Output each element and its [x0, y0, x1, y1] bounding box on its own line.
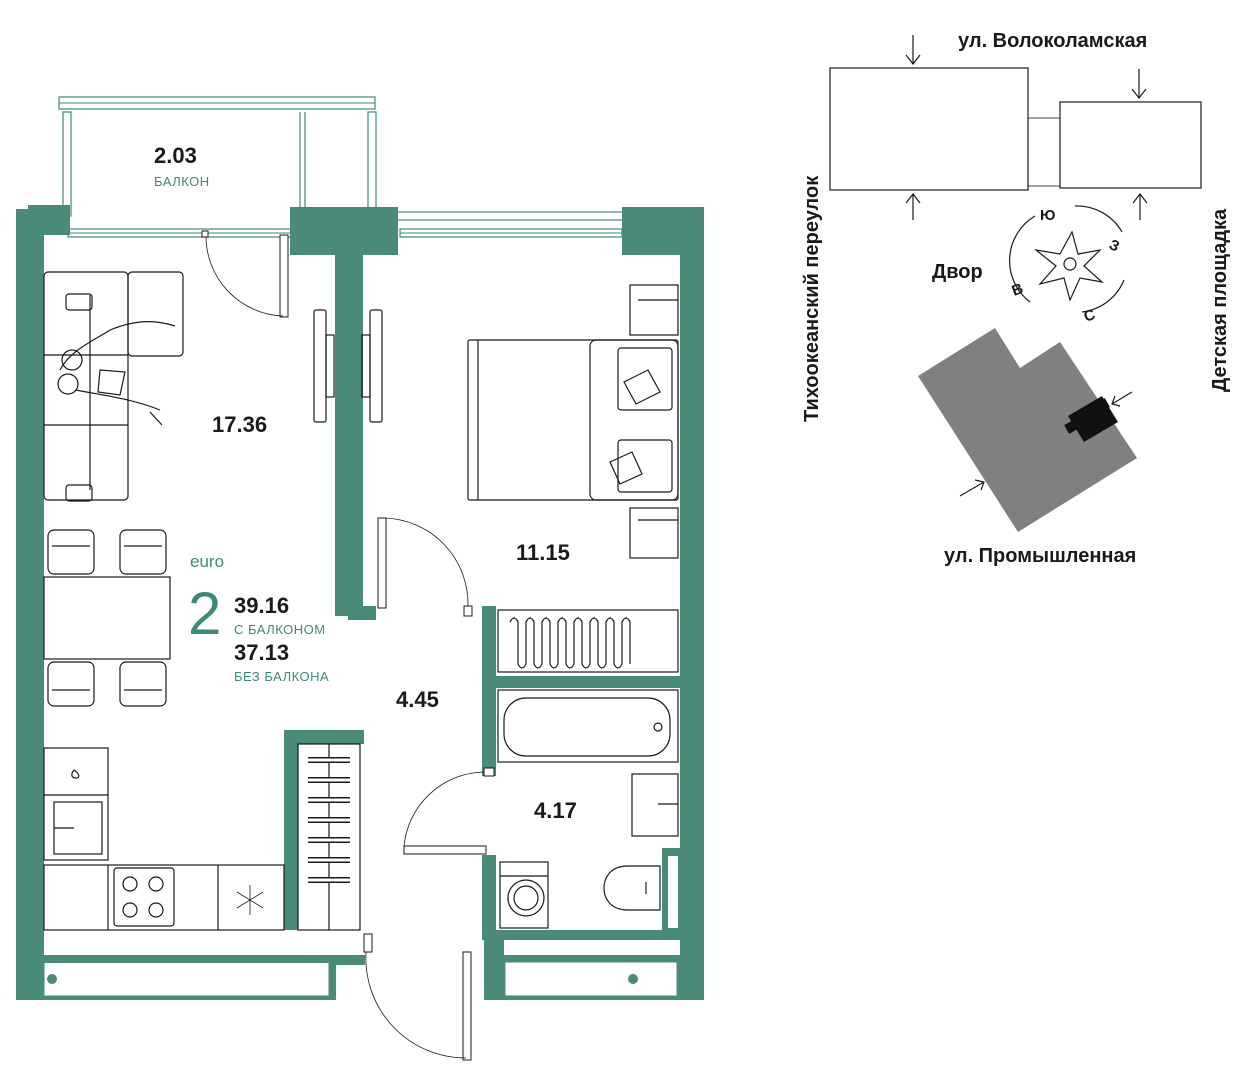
compass-east: В — [1010, 280, 1026, 300]
bathroom-area: 4.17 — [534, 798, 577, 823]
balcony — [58, 96, 377, 217]
balcony-area: 2.03 — [154, 143, 197, 168]
section-marker — [1064, 396, 1118, 442]
street-right: Детская площадка — [1209, 208, 1231, 392]
toilet — [603, 865, 661, 911]
dining-table — [43, 529, 171, 707]
compass-icon — [1008, 205, 1125, 313]
balcony-label: БАЛКОН — [154, 174, 210, 189]
doors — [201, 230, 495, 1061]
bedroom-area: 11.15 — [516, 540, 570, 565]
tv — [313, 309, 335, 423]
apartment-type: euro — [190, 552, 224, 571]
area-total: 39.16 — [234, 593, 289, 618]
apartment-summary: euro 2 39.16 С БАЛКОНОМ 37.13 БЕЗ БАЛКОН… — [188, 552, 329, 684]
sink — [631, 773, 679, 837]
bathtub — [497, 689, 679, 763]
snowflake-icon — [236, 885, 264, 915]
kitchen — [43, 747, 285, 931]
radiator — [497, 609, 679, 673]
entrance-arrows — [905, 35, 1148, 497]
building-shape — [918, 328, 1137, 532]
street-bottom: ул. Промышленная — [944, 545, 1136, 567]
nightstands — [629, 284, 679, 559]
compass-south: Ю — [1040, 207, 1055, 224]
yard-label: Двор — [932, 261, 983, 283]
bed — [467, 339, 679, 501]
wardrobe — [297, 743, 361, 931]
area-no-balcony-label: БЕЗ БАЛКОНА — [234, 669, 329, 684]
compass-west: З — [1106, 236, 1122, 255]
street-left: Тихоокеанский переулок — [801, 175, 823, 422]
living-area: 17.36 — [212, 412, 267, 437]
room-areas: 2.03 БАЛКОН 17.36 11.15 4.45 4.17 — [154, 143, 577, 823]
hall-area: 4.45 — [396, 687, 439, 712]
area-total-label: С БАЛКОНОМ — [234, 622, 326, 637]
room-count: 2 — [188, 580, 221, 647]
washing-machine — [499, 861, 549, 929]
sofa — [43, 271, 184, 502]
area-no-balcony: 37.13 — [234, 640, 289, 665]
site-plan: Ю З В С ул. Волоколамская ул. Промышленн… — [801, 30, 1231, 567]
bedroom-tv — [361, 309, 383, 423]
street-top: ул. Волоколамская — [958, 30, 1147, 52]
